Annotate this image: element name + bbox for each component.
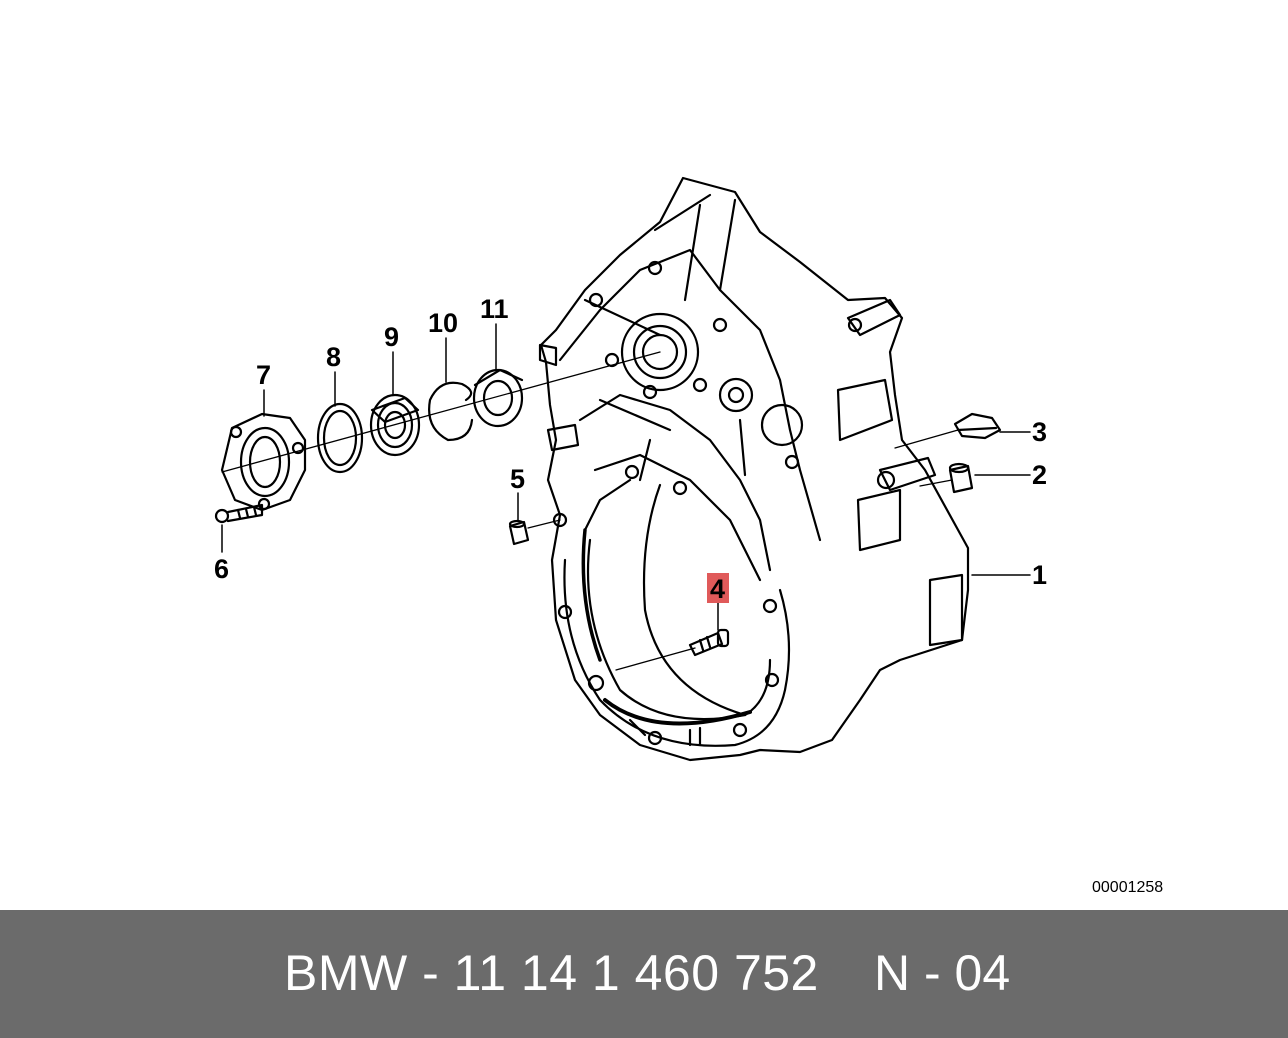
callout-10: 10 xyxy=(428,308,458,338)
callout-3: 3 xyxy=(1032,417,1047,447)
dowel-pin-5 xyxy=(508,519,530,546)
exploded-view-drawing: 1 2 3 4 5 6 7 8 9 10 11 00001258 xyxy=(214,176,1163,896)
shaft-seal xyxy=(472,368,524,428)
callout-1: 1 xyxy=(1032,560,1047,590)
flange-cover xyxy=(220,412,307,512)
page-code-label: N - 04 xyxy=(874,945,1011,1001)
callout-leaders xyxy=(221,323,1031,631)
ball-bearing xyxy=(369,393,421,457)
dowel-sleeve xyxy=(948,462,974,494)
footer-bar xyxy=(0,910,1288,1038)
bolt-leader xyxy=(615,647,696,671)
callout-9: 9 xyxy=(384,322,399,352)
callout-6: 6 xyxy=(214,554,229,584)
document-id: 00001258 xyxy=(1092,879,1163,896)
part-number-label: BMW - 11 14 1 460 752 xyxy=(284,945,819,1001)
parts-diagram: 1 2 3 4 5 6 7 8 9 10 11 00001258 xyxy=(214,176,1164,896)
screw-small xyxy=(214,503,264,524)
callout-11: 11 xyxy=(480,294,509,324)
bolt xyxy=(688,628,730,657)
housing-cover xyxy=(538,176,970,762)
callout-4: 4 xyxy=(710,574,725,604)
callout-2: 2 xyxy=(1032,460,1047,490)
callout-5: 5 xyxy=(510,464,525,494)
highlight-marker xyxy=(707,573,729,603)
plug-grommet xyxy=(953,412,1002,440)
callout-7: 7 xyxy=(256,360,271,390)
o-ring xyxy=(316,402,364,474)
circlip xyxy=(428,381,474,442)
callout-8: 8 xyxy=(326,342,341,372)
